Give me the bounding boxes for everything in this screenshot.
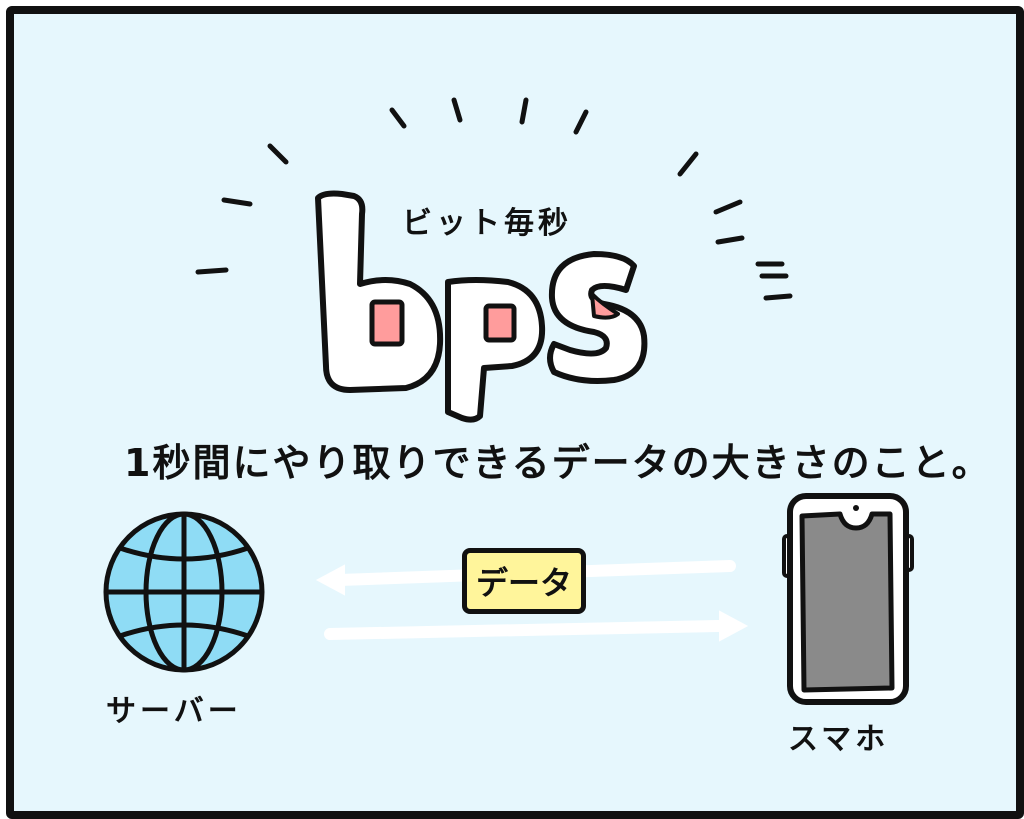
arrow-to-phone	[324, 610, 749, 642]
letter-p	[445, 277, 546, 423]
comic-panel: ビット毎秒 1秒間にやり取りできるデータの大きさのこと。 データ サーバー スマ…	[6, 6, 1024, 819]
emphasis-lines	[195, 97, 793, 301]
smartphone-icon	[782, 493, 914, 705]
letter-s	[547, 251, 648, 384]
letter-b	[315, 190, 444, 393]
bps-title-graphic	[103, 97, 914, 705]
globe-icon	[103, 511, 265, 673]
data-tag-label: データ	[475, 564, 572, 602]
bps-reading: ビット毎秒	[402, 206, 572, 241]
smartphone-label: スマホ	[788, 722, 890, 757]
server-label: サーバー	[106, 694, 242, 729]
bps-definition: 1秒間にやり取りできるデータの大きさのこと。	[124, 441, 992, 485]
data-tag: データ	[462, 548, 586, 614]
